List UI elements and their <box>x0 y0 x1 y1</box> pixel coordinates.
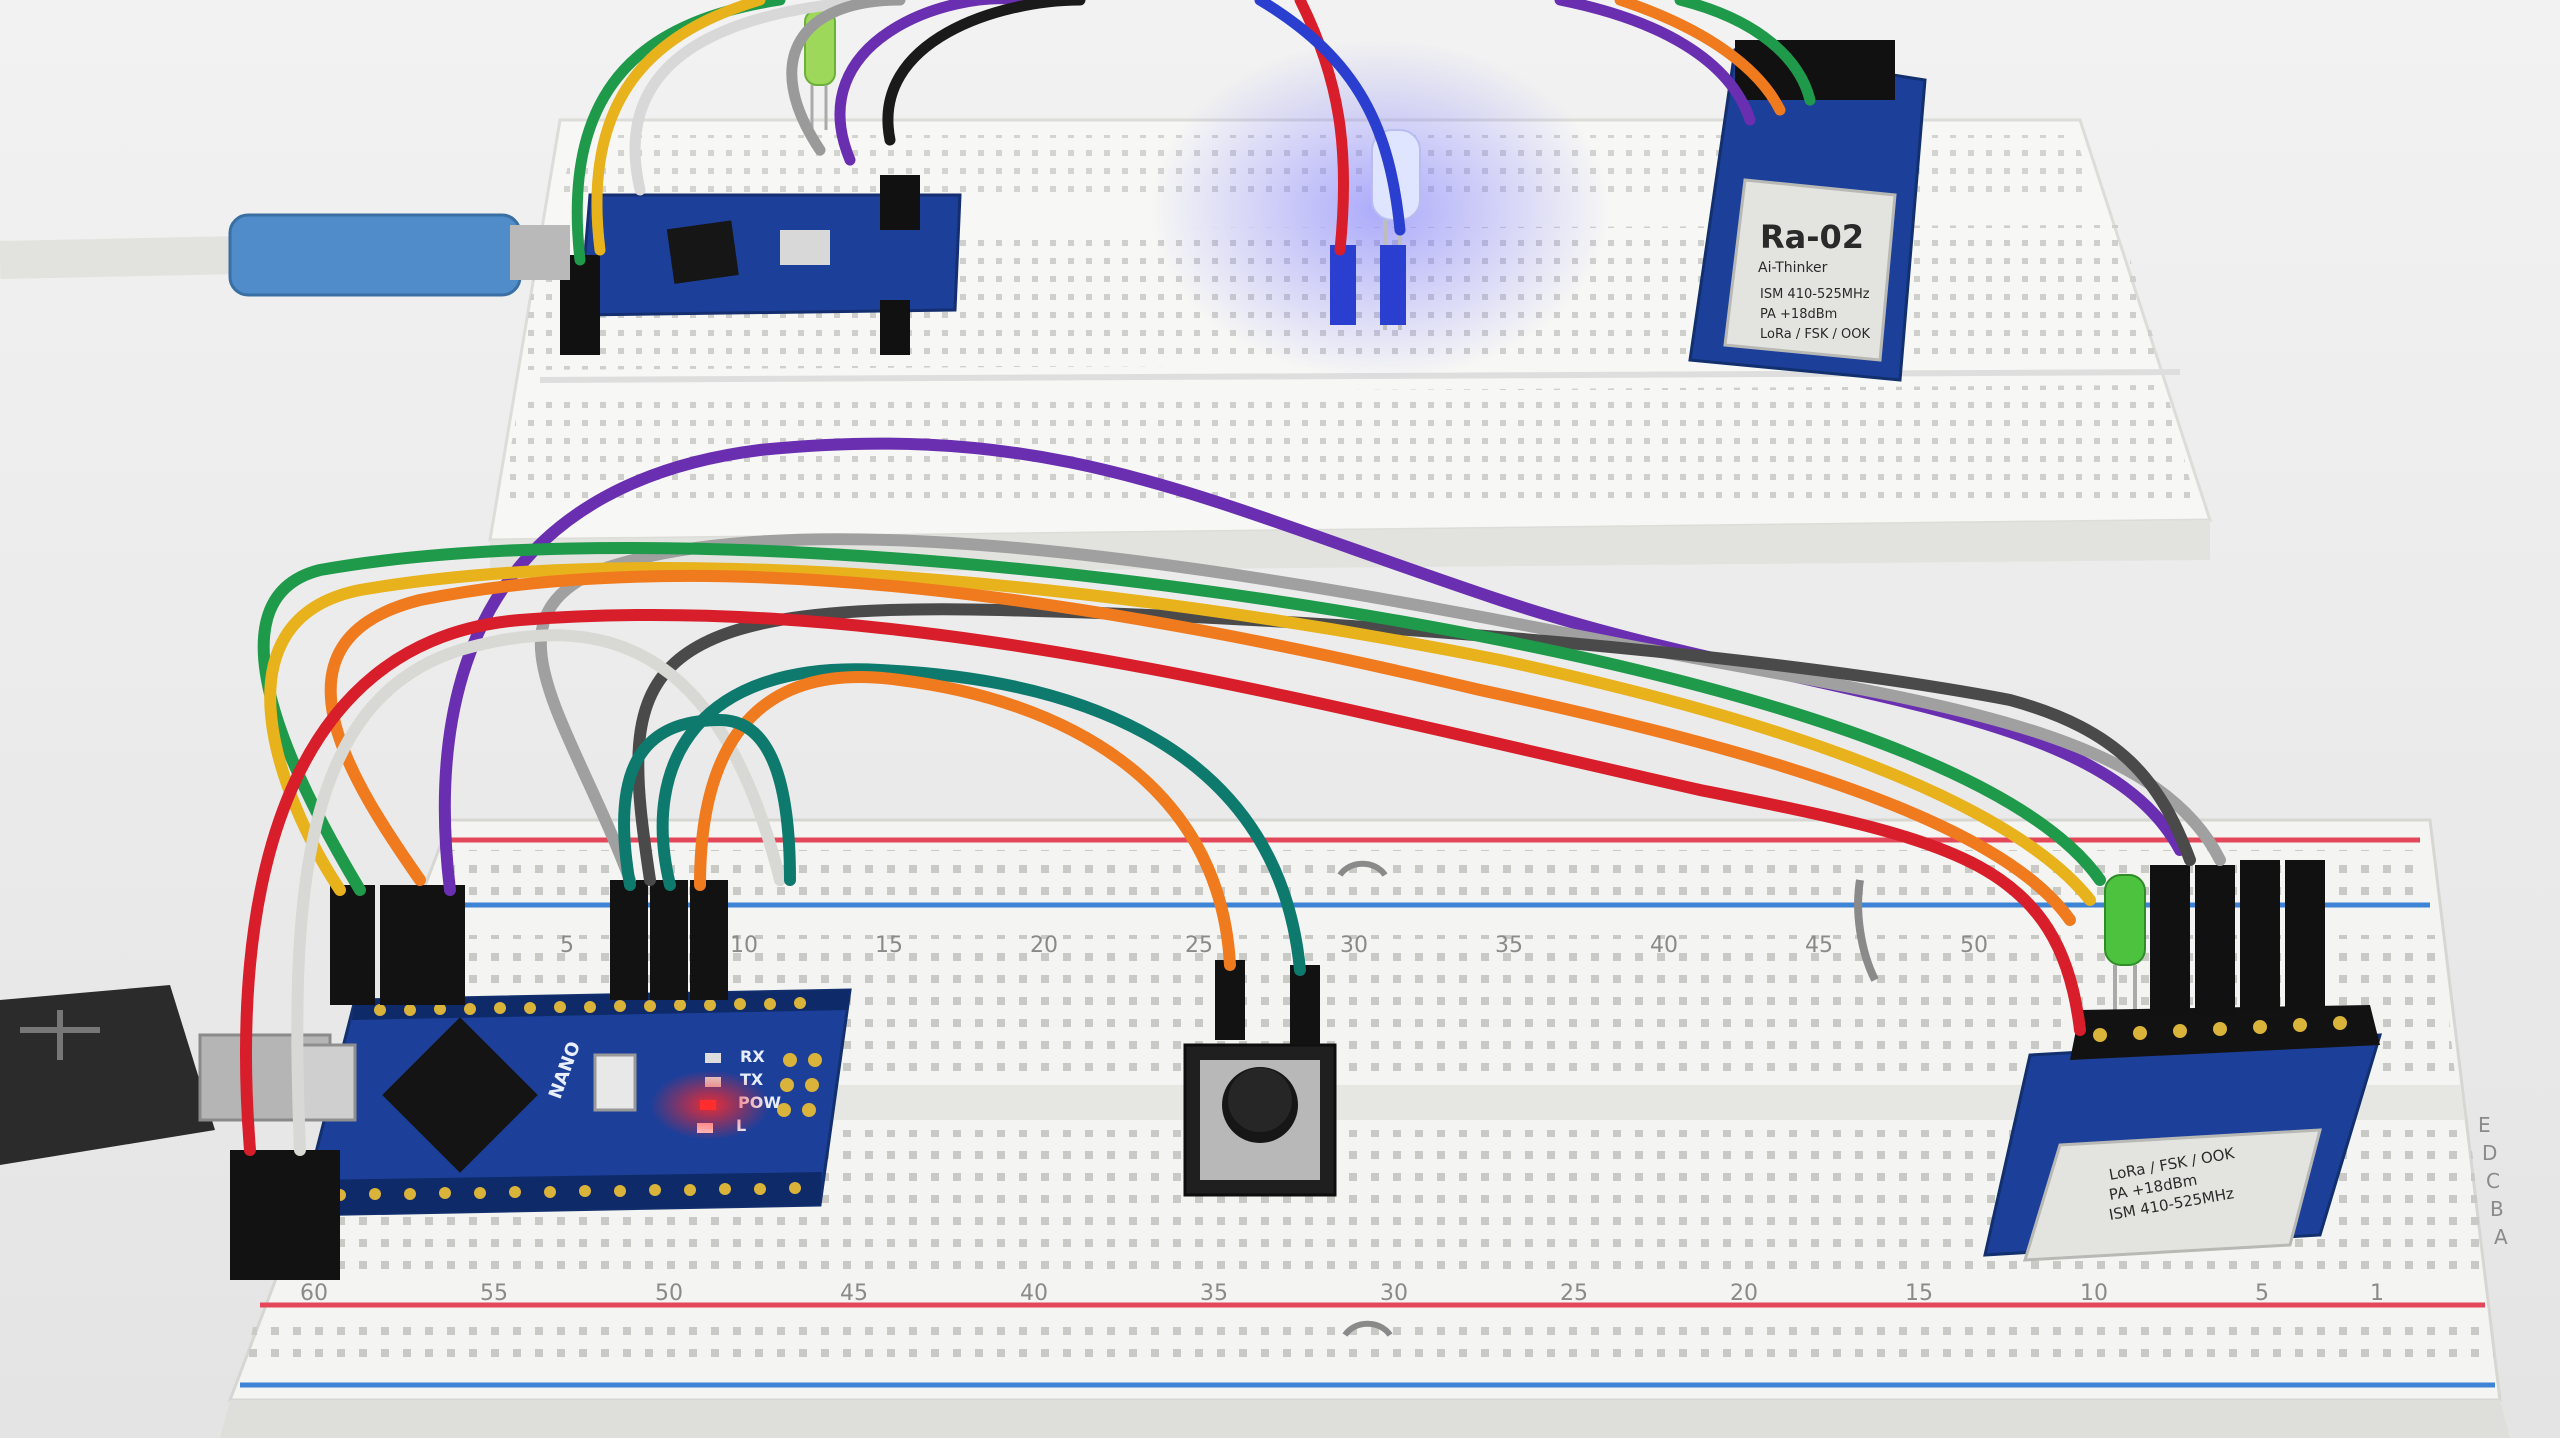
nano-led-label-rx: RX <box>740 1047 765 1066</box>
top-module-brand: Ai-Thinker <box>1758 260 1828 276</box>
top-module-spec-3: LoRa / FSK / OOK <box>1760 327 1870 342</box>
col-num: 10 <box>2080 1281 2108 1306</box>
col-num: 50 <box>1960 933 1988 958</box>
row-letter: C <box>2486 1169 2500 1193</box>
top-lora-module: Ra-02 Ai-Thinker ISM 410-525MHz PA +18dB… <box>1688 40 1927 382</box>
row-letter: E <box>2478 1113 2491 1137</box>
col-num: 20 <box>1030 933 1058 958</box>
bottom-breadboard <box>220 818 2510 1438</box>
col-num: 35 <box>1495 933 1523 958</box>
top-module-spec-1: ISM 410-525MHz <box>1760 287 1870 302</box>
top-module-name: Ra-02 <box>1760 218 1864 256</box>
top-jumper-wires <box>571 0 1816 266</box>
col-num: 25 <box>1185 933 1213 958</box>
top-module-spec-2: PA +18dBm <box>1760 307 1837 322</box>
col-num: 45 <box>1805 933 1833 958</box>
breadboard-jumper-link <box>1337 860 1879 1337</box>
col-num: 35 <box>1200 1281 1228 1306</box>
top-arduino-nano <box>560 175 962 355</box>
col-num: 10 <box>730 933 758 958</box>
bottom-wire-connectors <box>230 880 1320 1280</box>
row-letter: B <box>2490 1197 2504 1221</box>
top-usb-cable <box>0 213 570 297</box>
col-num: 30 <box>1380 1281 1408 1306</box>
col-num: 5 <box>2255 1281 2269 1306</box>
col-num: 15 <box>1905 1281 1933 1306</box>
top-blue-led <box>1150 40 1610 380</box>
col-num: 60 <box>300 1281 328 1306</box>
bottom-lora-module: LoRa / FSK / OOK PA +18dBm ISM 410-525MH… <box>1983 860 2383 1262</box>
col-num: 40 <box>1020 1281 1048 1306</box>
breadboard-column-numbers-top: 5 10 15 20 25 30 35 40 45 50 <box>560 933 1988 958</box>
bottom-jumper-wires <box>240 437 2226 1156</box>
col-num: 1 <box>2370 1281 2384 1306</box>
col-num: 55 <box>480 1281 508 1306</box>
breadboard-column-numbers-bottom: 60 55 50 45 40 35 30 25 20 15 10 5 1 <box>300 1281 2384 1306</box>
row-letter: D <box>2482 1141 2497 1165</box>
col-num: 45 <box>840 1281 868 1306</box>
breadboard-row-letters: E D C B A <box>2478 1113 2508 1249</box>
col-num: 40 <box>1650 933 1678 958</box>
push-button <box>1183 1043 1337 1197</box>
col-num: 50 <box>655 1281 683 1306</box>
bottom-green-led <box>2104 874 2146 1010</box>
col-num: 30 <box>1340 933 1368 958</box>
row-letter: A <box>2494 1225 2508 1249</box>
bottom-arduino-nano: NANO RX TX POW L <box>298 988 852 1217</box>
col-num: 25 <box>1560 1281 1588 1306</box>
col-num: 15 <box>875 933 903 958</box>
col-num: 20 <box>1730 1281 1758 1306</box>
col-num: 5 <box>560 933 574 958</box>
